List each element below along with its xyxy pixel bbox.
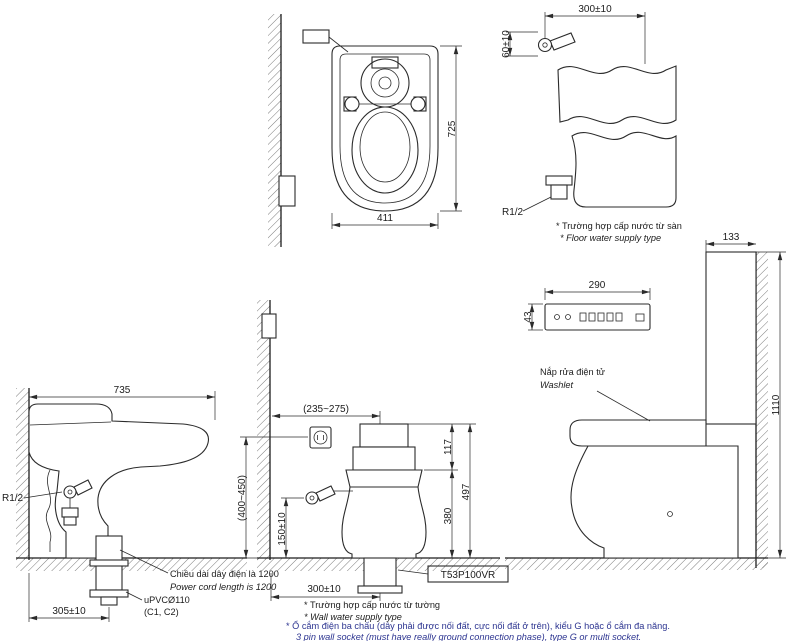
remote-button	[565, 314, 571, 320]
wall-hatch	[16, 388, 29, 560]
remote-button	[597, 312, 605, 322]
toilet-side-outline	[28, 403, 210, 559]
footer-note: * Ổ cắm điện ba chấu (dây phải được nối …	[286, 620, 670, 641]
dim-outlet-height-label: (400~450)	[237, 475, 248, 521]
toilet-seat-ring	[339, 53, 431, 204]
remote-button	[606, 312, 614, 322]
thread-r12-left-label: R1/2	[2, 493, 24, 504]
remote-control-body	[544, 303, 651, 331]
pipe-variant-label: (C1, C2)	[144, 607, 179, 617]
model-callout-box	[427, 565, 509, 583]
wall-hatch	[257, 300, 270, 560]
supply-fitting	[63, 516, 77, 526]
tank-front	[359, 423, 409, 448]
dim-411-label: 411	[377, 213, 393, 224]
wall-supply-note-vi: * Trường hợp cấp nước từ tường	[304, 600, 440, 610]
bowl-side	[570, 445, 739, 559]
mount-bolt-left	[344, 96, 360, 112]
side-view-right: 133 1110 Nắp rửa điện tử Washlet	[505, 232, 786, 570]
dim-valve-height-label: 150±10	[277, 512, 288, 546]
remote-button	[579, 312, 587, 322]
dim-300-floor-label: 300±10	[578, 4, 612, 15]
dim-drain-offset-label: 300±10	[307, 584, 341, 595]
side-view-left: 735 R1/2 305±10 uPVCØ110 (C1, C2) Chiều …	[2, 385, 279, 622]
floor-supply-note-vi: * Trường hợp cấp nước từ sàn	[556, 221, 682, 231]
washlet-front	[352, 446, 416, 471]
dim-1110-label: 1110	[771, 394, 782, 415]
model-label: T53P100VR	[441, 570, 495, 581]
water-valve	[537, 37, 553, 53]
wall-conduit-box	[261, 313, 277, 339]
bowl-outline	[351, 106, 419, 194]
dim-60-label: 60±10	[501, 30, 512, 58]
drain-flange	[89, 559, 129, 567]
wall-hatch	[756, 252, 768, 568]
dim-43-label: 43	[523, 311, 534, 323]
cord-note-en: Power cord length is 1200	[170, 582, 277, 592]
drain-flange	[357, 585, 403, 594]
bowl-inner	[359, 111, 411, 183]
bolt-cap	[667, 511, 673, 517]
water-valve	[63, 485, 77, 499]
cord-note-vi: Chiều dài dây điện là 1200	[170, 569, 279, 579]
drain-stub	[100, 596, 118, 606]
supply-fitting	[61, 507, 79, 518]
flush-mechanism-outer	[360, 58, 410, 108]
floor-supply-note-en: * Floor water supply type	[560, 233, 661, 243]
dim-socket-offset-label: (235~275)	[303, 404, 349, 415]
wall-supply-fitting	[278, 175, 296, 207]
tank-side	[705, 251, 757, 425]
inlet-fitting	[302, 29, 330, 44]
valve-handle	[73, 479, 93, 496]
socket-note-en: 3 pin wall socket (must have really grou…	[296, 632, 641, 641]
floor-supply-connector	[550, 184, 568, 200]
washlet-label-en: Washlet	[540, 380, 573, 390]
remote-button	[615, 312, 623, 322]
bowl-break-fragment	[571, 131, 677, 208]
socket-note-vi: * Ổ cắm điện ba chấu (dây phải được nối …	[286, 620, 670, 631]
floor-hatch	[16, 558, 247, 571]
washlet-label-vi: Nắp rửa điện tử	[540, 367, 605, 377]
floor-supply-flange	[545, 175, 573, 186]
pipe-spec-label: uPVCØ110	[144, 595, 190, 605]
wall-supply-note-en: * Wall water supply type	[304, 612, 402, 622]
floor-hatch	[505, 558, 768, 570]
power-outlet-plate	[309, 426, 332, 449]
drain-cap	[89, 589, 129, 598]
dim-725-label: 725	[447, 120, 458, 137]
dim-290-label: 290	[589, 280, 606, 291]
power-outlet	[313, 430, 328, 445]
floor-supply-detail: 300±10 60±10 R1/2 * Trường hợp cấp nước …	[501, 4, 682, 243]
toilet-plan-outline	[331, 45, 439, 212]
front-view: (235~275) 117 380 497 (400~450) 150±10	[237, 300, 509, 622]
remote-display	[635, 313, 645, 322]
remote-button	[554, 314, 560, 320]
dim-133-label: 133	[723, 232, 740, 243]
dim-305-label: 305±10	[52, 606, 86, 617]
thread-r12-floor-label: R1/2	[502, 207, 524, 218]
water-valve	[305, 491, 319, 505]
washlet-lid-side	[569, 419, 707, 447]
tank-break-fragment	[557, 65, 677, 125]
dim-497-label: 497	[461, 483, 472, 500]
dim-735-label: 735	[114, 385, 131, 396]
valve-handle	[549, 32, 576, 51]
pedestal-front	[341, 486, 427, 559]
power-cord	[45, 469, 52, 552]
remote-control-detail: 290 43	[523, 280, 651, 331]
dim-380-label: 380	[443, 507, 454, 524]
plan-view: 725 411	[268, 14, 462, 247]
remote-button	[588, 312, 596, 322]
mount-bolt-right	[410, 96, 426, 112]
dim-117-label: 117	[443, 439, 454, 455]
valve-handle	[315, 485, 336, 502]
drain-pipe	[363, 557, 397, 587]
wall-hatch	[268, 14, 281, 247]
seat-front	[345, 469, 423, 488]
